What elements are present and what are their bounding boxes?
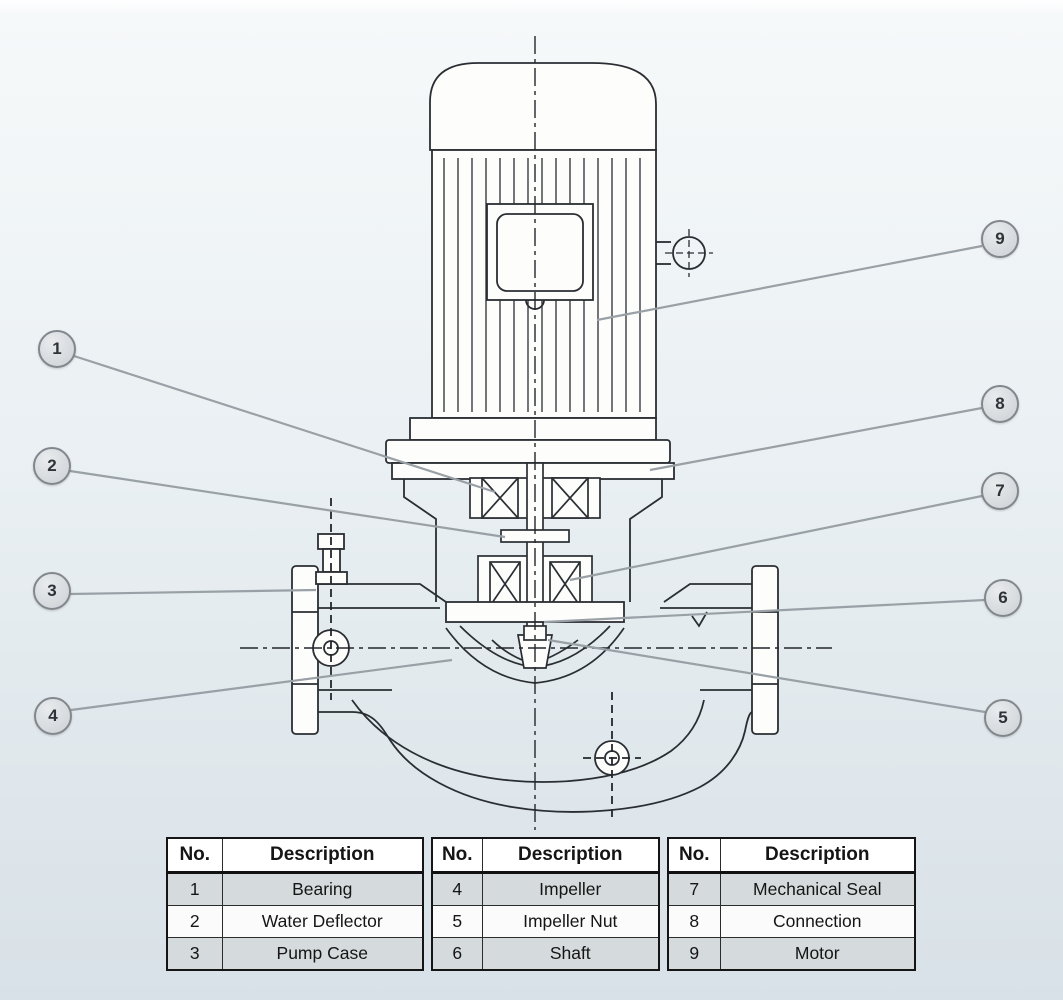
col-header-no: No. xyxy=(667,837,721,874)
casing-fitting xyxy=(315,533,348,585)
part-no: 9 xyxy=(667,937,721,971)
callout-2-number: 2 xyxy=(47,456,57,475)
part-no: 6 xyxy=(431,937,483,971)
callout-9: 9 xyxy=(981,220,1019,258)
vent-mark xyxy=(691,611,708,628)
part-no: 5 xyxy=(431,905,483,938)
table-row: 8 Connection xyxy=(667,905,916,938)
col-header-description: Description xyxy=(221,837,424,874)
part-no: 4 xyxy=(431,872,483,906)
table-header-row: No. Description xyxy=(166,837,424,874)
part-desc: Connection xyxy=(719,905,916,938)
part-desc: Impeller xyxy=(481,872,660,906)
callout-2: 2 xyxy=(33,447,71,485)
leader-6 xyxy=(543,598,986,624)
callout-6: 6 xyxy=(984,579,1022,617)
part-no: 3 xyxy=(166,937,223,971)
table-header-row: No. Description xyxy=(667,837,916,874)
part-desc: Mechanical Seal xyxy=(719,872,916,906)
col-header-description: Description xyxy=(481,837,660,874)
motor-flange xyxy=(385,417,671,464)
col-header-no: No. xyxy=(166,837,223,874)
table-row: 3 Pump Case xyxy=(166,937,424,971)
leader-9 xyxy=(596,244,983,322)
callout-3-number: 3 xyxy=(47,581,57,600)
motor-side-fitting xyxy=(656,229,713,277)
table-row: 2 Water Deflector xyxy=(166,905,424,938)
part-desc: Pump Case xyxy=(221,937,424,971)
table-row: 1 Bearing xyxy=(166,872,424,906)
part-desc: Impeller Nut xyxy=(481,905,660,938)
table-row: 9 Motor xyxy=(667,937,916,971)
callout-3: 3 xyxy=(33,572,71,610)
callout-8-number: 8 xyxy=(995,394,1005,413)
leader-8 xyxy=(649,406,983,472)
leader-7 xyxy=(569,494,983,582)
leader-5 xyxy=(547,638,986,714)
leader-1 xyxy=(73,354,496,494)
parts-table-2: No. Description 4 Impeller 5 Impeller Nu… xyxy=(431,837,660,971)
part-desc: Motor xyxy=(719,937,916,971)
terminal-box xyxy=(486,203,594,310)
callout-1-number: 1 xyxy=(52,339,62,358)
part-desc: Shaft xyxy=(481,937,660,971)
parts-table-3: No. Description 7 Mechanical Seal 8 Conn… xyxy=(667,837,916,971)
callout-7: 7 xyxy=(981,472,1019,510)
col-header-description: Description xyxy=(719,837,916,874)
leader-lines xyxy=(69,244,986,714)
motor-drawing xyxy=(385,62,713,464)
motor-top-cap xyxy=(429,62,657,151)
part-no: 2 xyxy=(166,905,223,938)
part-no: 8 xyxy=(667,905,721,938)
part-desc: Water Deflector xyxy=(221,905,424,938)
table-row: 6 Shaft xyxy=(431,937,660,971)
callout-9-number: 9 xyxy=(995,229,1005,248)
centerlines xyxy=(240,36,832,830)
callout-5-number: 5 xyxy=(998,708,1008,727)
leader-2 xyxy=(69,469,506,539)
callout-8: 8 xyxy=(981,385,1019,423)
col-header-no: No. xyxy=(431,837,483,874)
callout-6-number: 6 xyxy=(998,588,1008,607)
table-header-row: No. Description xyxy=(431,837,660,874)
table-row: 5 Impeller Nut xyxy=(431,905,660,938)
callout-5: 5 xyxy=(984,699,1022,737)
table-row: 7 Mechanical Seal xyxy=(667,872,916,906)
parts-table-1: No. Description 1 Bearing 2 Water Deflec… xyxy=(166,837,424,971)
callout-4: 4 xyxy=(34,697,72,735)
table-row: 4 Impeller xyxy=(431,872,660,906)
callout-1: 1 xyxy=(38,330,76,368)
part-desc: Bearing xyxy=(221,872,424,906)
leader-4 xyxy=(70,658,453,712)
part-no: 7 xyxy=(667,872,721,906)
callout-4-number: 4 xyxy=(48,706,58,725)
leader-3 xyxy=(69,588,317,596)
callout-7-number: 7 xyxy=(995,481,1005,500)
part-no: 1 xyxy=(166,872,223,906)
